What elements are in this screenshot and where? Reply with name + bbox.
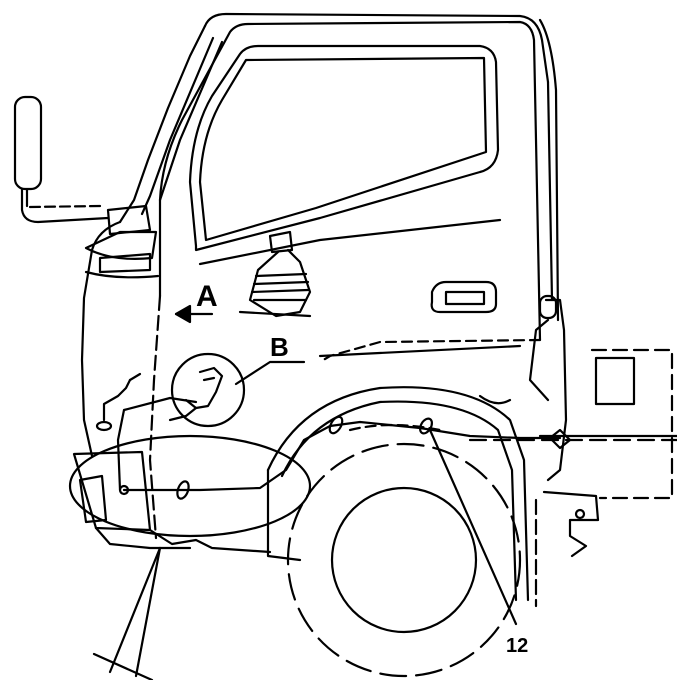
wheel-assembly [266, 386, 530, 678]
ground-leader [92, 546, 162, 680]
detail-circle-b [168, 352, 246, 428]
callout-b: B [234, 332, 306, 386]
wiring-harness [95, 372, 572, 500]
callout-a-label: A [196, 280, 218, 313]
callout-12: 12 [428, 428, 528, 657]
gear-lever [238, 230, 312, 318]
highlight-ellipse [68, 434, 312, 538]
cab-body [72, 12, 560, 554]
callout-a: A [174, 280, 218, 324]
callout-12-label: 12 [506, 635, 528, 657]
rear-chassis [468, 294, 677, 608]
callout-b-label: B [270, 332, 289, 362]
side-mirror [13, 95, 110, 224]
